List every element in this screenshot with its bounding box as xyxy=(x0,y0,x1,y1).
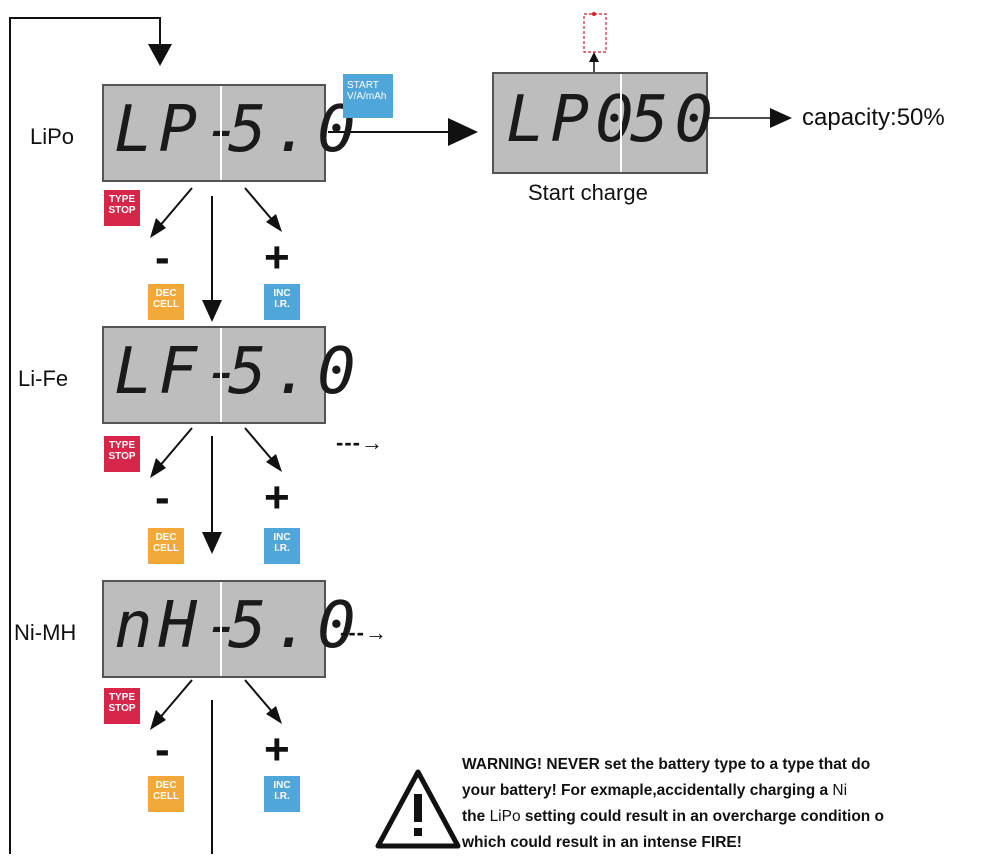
row-label-lipo: LiPo xyxy=(30,124,75,149)
plus-sign: + xyxy=(264,725,290,774)
warning-triangle-icon xyxy=(375,769,461,849)
r1-left-diag xyxy=(157,187,193,229)
lcd-value-text: 5.0 xyxy=(228,589,362,663)
capacity-arrowhead xyxy=(770,108,792,128)
lcd-display-life: LF- 5.0 xyxy=(102,326,356,424)
plus-sign: + xyxy=(264,473,290,522)
lcd-result-value-text: 50 xyxy=(630,83,720,157)
start-charge-caption: Start charge xyxy=(528,180,648,205)
lcd-value-text: 5.0 xyxy=(228,93,362,167)
blink-indicator-dot xyxy=(592,12,596,16)
loop-back-line xyxy=(9,17,161,854)
r2-right-diag-head xyxy=(266,454,282,472)
lcd-divider xyxy=(620,74,622,172)
lcd-divider xyxy=(220,582,222,676)
warning-line: the LiPo setting could result in an over… xyxy=(462,808,885,825)
warning-line: WARNING! NEVER set the battery type to a… xyxy=(462,756,871,773)
r3-right-diag-head xyxy=(266,706,282,724)
minus-sign: - xyxy=(155,725,170,774)
start-arrowhead xyxy=(448,118,478,146)
r2-left-diag-head xyxy=(150,458,166,478)
r2-left-diag xyxy=(157,427,193,469)
lcd-display-nimh: nH- 5.0 xyxy=(102,580,356,678)
loop-back-arrowhead xyxy=(148,44,172,66)
warning-line: your battery! For exmaple,accidentally c… xyxy=(462,782,848,799)
r3-left-diag-head xyxy=(150,710,166,730)
lcd-value-text: 5.0 xyxy=(228,335,362,409)
lcd-display-lipo: LP- 5.0 xyxy=(102,84,356,182)
capacity-label: capacity:50% xyxy=(802,104,945,131)
minus-sign: - xyxy=(155,233,170,282)
lcd-result-type-text: LP0 xyxy=(506,83,640,157)
r1-left-diag-head xyxy=(150,218,166,238)
lcd-display-result: LP0 50 xyxy=(492,72,713,174)
r1-right-diag-head xyxy=(266,214,282,232)
r2-down-head xyxy=(202,532,222,554)
row-label-nimh: Ni-MH xyxy=(14,620,77,645)
warning-line: which could result in an intense FIRE! xyxy=(462,834,742,851)
plus-sign: + xyxy=(264,233,290,282)
minus-sign: - xyxy=(155,473,170,522)
r3-right-diag xyxy=(244,679,275,715)
r2-right-diag xyxy=(244,427,275,463)
more-arrow: ---→ xyxy=(336,430,384,455)
r1-down-head xyxy=(202,300,222,322)
lcd-divider xyxy=(220,328,222,422)
lcd-divider xyxy=(220,86,222,180)
r3-left-diag xyxy=(157,679,193,721)
warning-text: WARNING! NEVER set the battery type to a… xyxy=(462,752,994,856)
r1-right-diag xyxy=(244,187,275,223)
blink-arrowhead xyxy=(589,52,599,62)
row-label-life: Li-Fe xyxy=(18,366,69,391)
blink-indicator-box xyxy=(583,13,607,53)
more-arrow: ---→ xyxy=(340,620,388,645)
